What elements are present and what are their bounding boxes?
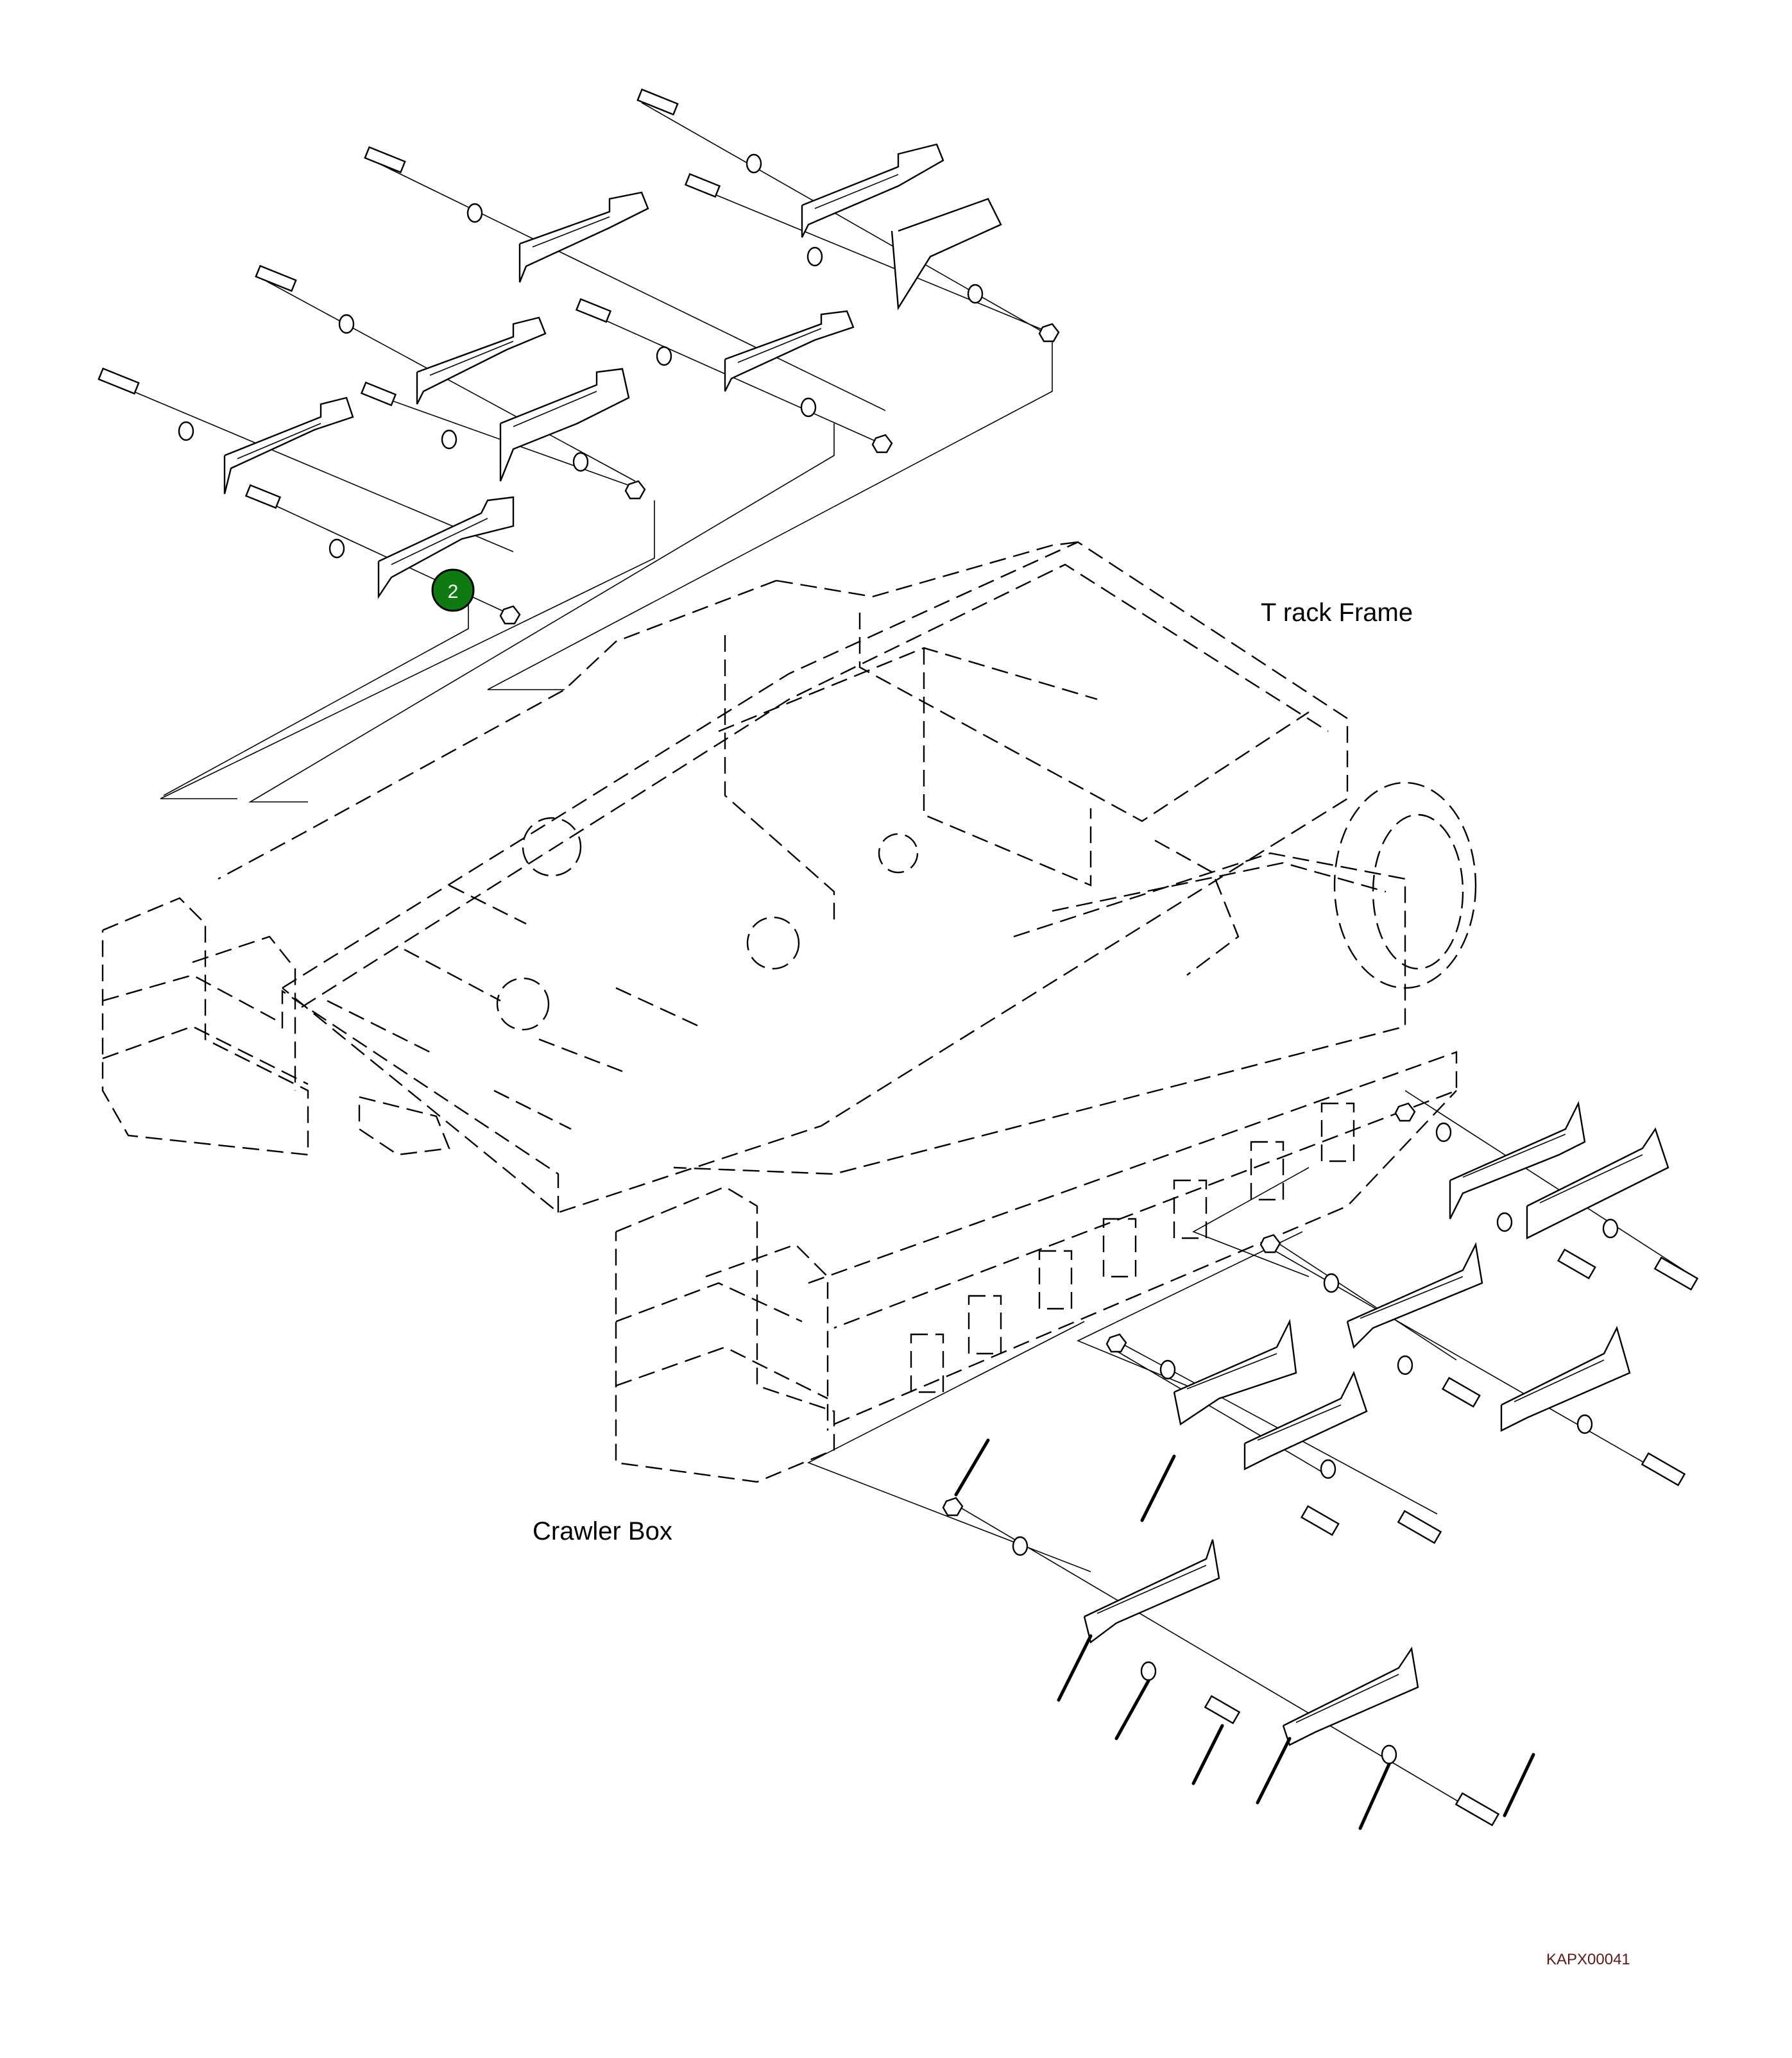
bolt-icon bbox=[244, 484, 282, 509]
washer-icon bbox=[441, 429, 457, 450]
washer-icon bbox=[572, 452, 589, 472]
bolt-icon bbox=[575, 298, 612, 323]
bolt-icon bbox=[364, 146, 406, 174]
washer-icon bbox=[178, 421, 194, 441]
nut-icon bbox=[1038, 323, 1060, 343]
washer-icon bbox=[1496, 1212, 1513, 1232]
lower-brackets-group bbox=[942, 1090, 1699, 1826]
washer-icon bbox=[1323, 1273, 1340, 1293]
washer-icon bbox=[338, 314, 355, 334]
nut-icon bbox=[1394, 1102, 1416, 1122]
washer-icon bbox=[1435, 1122, 1452, 1143]
washer-icon bbox=[1397, 1355, 1413, 1375]
bolt-icon bbox=[98, 367, 140, 395]
washer-icon bbox=[1381, 1744, 1397, 1765]
bolt-icon bbox=[1641, 1452, 1686, 1486]
bolt-icon bbox=[1653, 1256, 1699, 1291]
track-frame-label: T rack Frame bbox=[1261, 599, 1413, 627]
washer-icon bbox=[1140, 1661, 1157, 1681]
crawler-box-label: Crawler Box bbox=[533, 1517, 672, 1545]
nut-icon bbox=[499, 605, 521, 625]
drawing-code: KAPX00041 bbox=[1546, 1951, 1630, 1968]
washer-icon bbox=[967, 284, 984, 304]
washer-icon bbox=[1012, 1536, 1028, 1556]
washer-icon bbox=[1602, 1218, 1619, 1239]
callout-2[interactable]: 2 bbox=[431, 568, 475, 612]
bolt-icon bbox=[1441, 1377, 1481, 1408]
track-frame-body bbox=[101, 541, 1477, 1483]
bolt-icon bbox=[360, 381, 397, 407]
nut-icon bbox=[1105, 1333, 1127, 1353]
washer-icon bbox=[800, 397, 817, 418]
upper-brackets-group bbox=[98, 88, 1060, 625]
washer-icon bbox=[1159, 1359, 1176, 1380]
washer-icon bbox=[1320, 1459, 1336, 1479]
washer-icon bbox=[329, 538, 345, 559]
callout-badge[interactable] bbox=[431, 568, 475, 612]
nut-icon bbox=[1259, 1234, 1281, 1254]
washer-icon bbox=[746, 153, 762, 174]
washer-icon bbox=[656, 346, 672, 366]
washer-icon bbox=[1576, 1414, 1593, 1434]
nut-icon bbox=[871, 434, 893, 454]
bolt-icon bbox=[636, 88, 679, 116]
bolt-icon bbox=[684, 173, 721, 198]
bolt-icon bbox=[1455, 1792, 1500, 1826]
bolt-icon bbox=[255, 264, 297, 293]
washer-icon bbox=[466, 203, 483, 223]
bolt-icon bbox=[1300, 1505, 1340, 1536]
nut-icon bbox=[624, 480, 646, 500]
bolt-icon bbox=[1397, 1509, 1442, 1544]
callout-number: 2 bbox=[448, 581, 459, 602]
callout-leader-lines bbox=[954, 1438, 1535, 1830]
nut-icon bbox=[942, 1497, 964, 1517]
bolt-icon bbox=[1204, 1695, 1241, 1724]
washer-icon bbox=[806, 246, 823, 267]
bolt-icon bbox=[1557, 1248, 1596, 1280]
